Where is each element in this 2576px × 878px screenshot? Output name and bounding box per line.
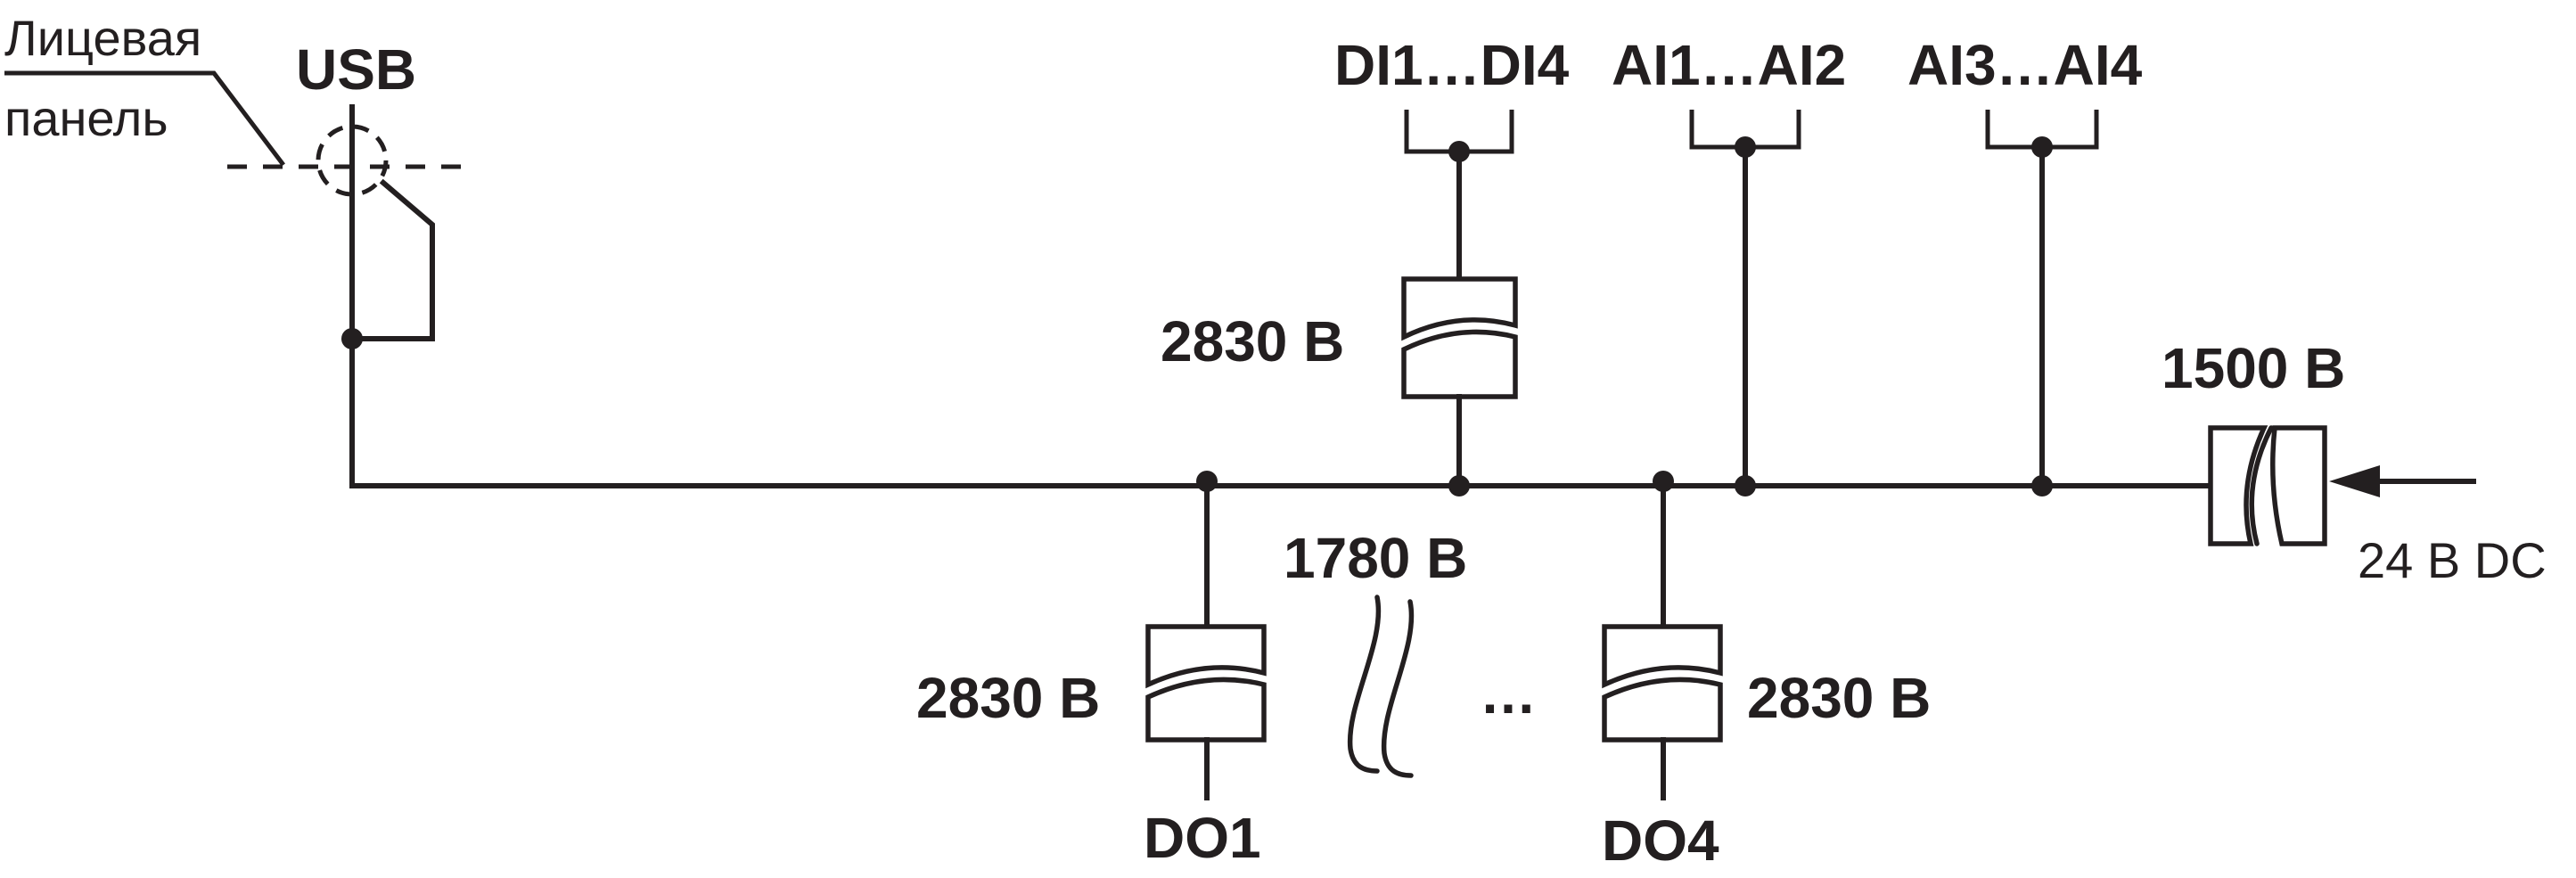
do4-isolation-voltage: 2830 В bbox=[1747, 666, 1931, 730]
ai12-group-label: AI1…AI2 bbox=[1612, 33, 1846, 97]
do-group-isolation-voltage: 1780 В bbox=[1284, 526, 1467, 590]
ai34-group-label: AI3…AI4 bbox=[1907, 33, 2143, 97]
do4-label: DO4 bbox=[1602, 808, 1719, 873]
do1-label: DO1 bbox=[1144, 806, 1261, 870]
do-ellipsis: … bbox=[1480, 661, 1537, 726]
power-input-label: 24 В DC bbox=[2358, 532, 2547, 588]
ai12-branch bbox=[1689, 110, 1801, 496]
do-group-isolation-mark bbox=[1347, 595, 1415, 778]
do4-branch bbox=[1602, 471, 1723, 800]
isolation-barrier-do4 bbox=[1602, 624, 1723, 743]
front-panel-marker bbox=[4, 70, 464, 169]
front-panel-label-line2: панель bbox=[4, 90, 168, 146]
ai34-branch bbox=[1985, 110, 2099, 496]
di-group-label: DI1…DI4 bbox=[1334, 33, 1570, 97]
arrow-icon bbox=[2329, 465, 2380, 497]
power-isolation-voltage: 1500 В bbox=[2162, 336, 2345, 400]
usb-label: USB bbox=[296, 37, 416, 102]
usb-connector bbox=[316, 104, 435, 488]
isolation-barrier-do1 bbox=[1145, 624, 1267, 743]
do1-branch bbox=[1145, 471, 1267, 800]
di-isolation-voltage: 2830 В bbox=[1161, 309, 1344, 373]
power-isolation bbox=[2208, 425, 2476, 546]
do1-isolation-voltage: 2830 В bbox=[916, 666, 1100, 730]
di-branch bbox=[1401, 110, 1518, 496]
isolation-barrier-di bbox=[1401, 276, 1518, 399]
front-panel-label-line1: Лицевая bbox=[4, 10, 201, 66]
